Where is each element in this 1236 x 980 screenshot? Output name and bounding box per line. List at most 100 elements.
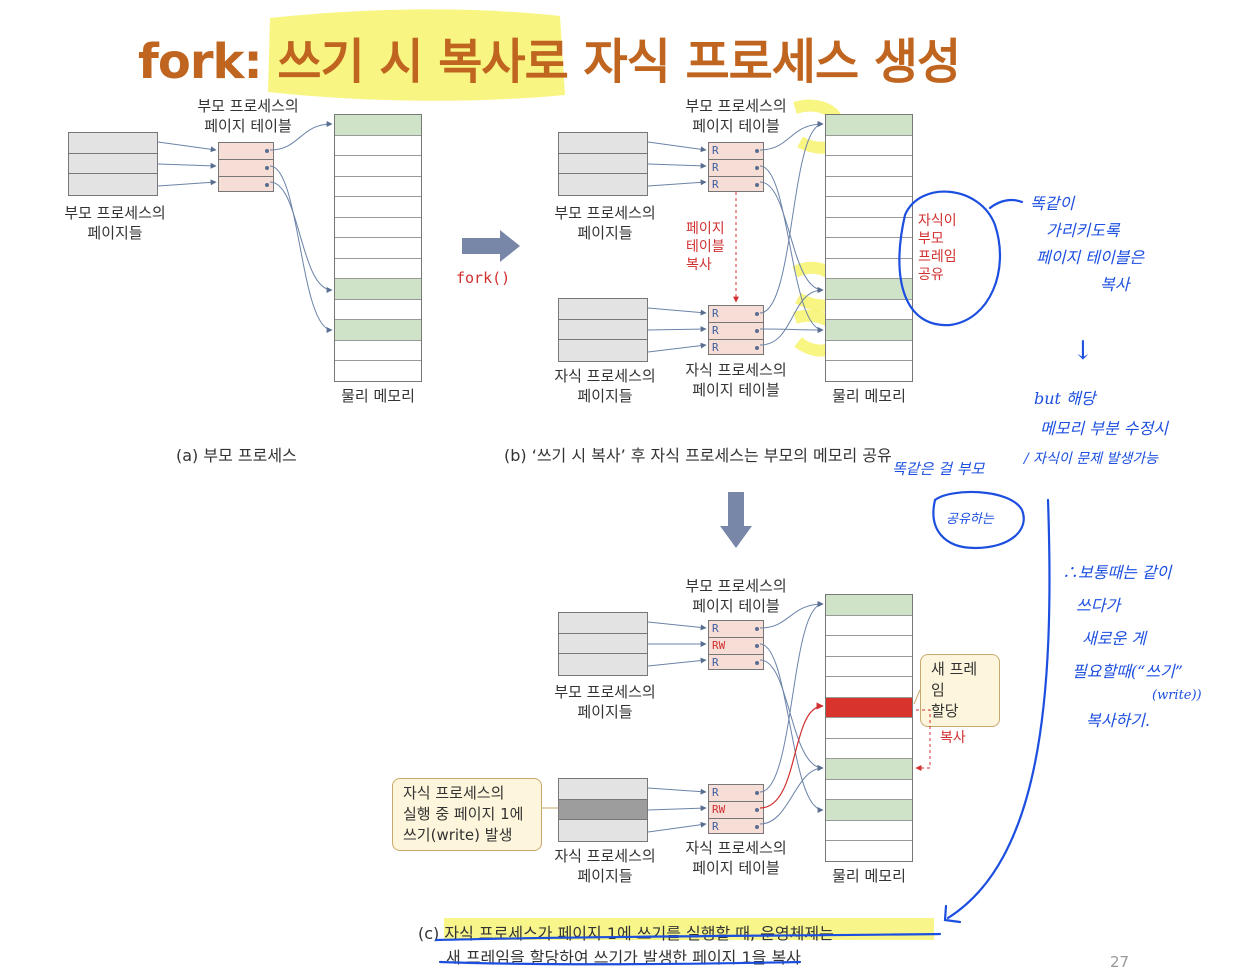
- c-parent-pages-label-line2: 페이지들: [577, 703, 633, 721]
- a-parent-pages-label-line2: 페이지들: [87, 224, 143, 242]
- ink-note-4-l4: 필요할때(“쓰기”: [1072, 662, 1183, 681]
- c-child-pt-label: 자식 프로세스의 페이지 테이블: [676, 838, 796, 878]
- b-shared-line2: 부모: [918, 231, 944, 247]
- b-shared-line4: 공유: [918, 267, 944, 283]
- c-child-pages-label: 자식 프로세스의 페이지들: [540, 846, 670, 886]
- ink-note-2-l3: / 자식이 문제 발생가능: [1024, 451, 1158, 467]
- b-child-pages-label-line1: 자식 프로세스의: [554, 367, 656, 385]
- b-cmap-3: [759, 287, 824, 346]
- b-clink-2: [647, 326, 707, 333]
- new-frame-line1: 새 프레임: [931, 660, 978, 699]
- c-clink-1: [647, 787, 707, 795]
- c-parent-pages-label-line1: 부모 프로세스의: [554, 683, 656, 701]
- c-link-3: [647, 657, 707, 667]
- b-cmap-2: [759, 326, 824, 333]
- b-shared-frame-label: 자식이 부모 프레임 공유: [918, 212, 957, 284]
- ink-down-arrow: ↓: [1072, 336, 1094, 366]
- ink-long-arrow-head: [943, 904, 962, 924]
- c-child-pt-label-line2: 페이지 테이블: [692, 859, 780, 877]
- b-child-pt-label: 자식 프로세스의 페이지 테이블: [676, 360, 796, 400]
- c-clink-2: [647, 805, 707, 812]
- c-child-pte-0: R: [709, 785, 763, 802]
- b-cmap-1: [759, 121, 824, 314]
- b-pt-copy-line2: 테이블: [686, 239, 725, 255]
- c-clink-3: [647, 821, 707, 833]
- b-memory-label: 물리 메모리: [832, 387, 906, 405]
- b-map-2: [759, 165, 824, 333]
- c-child-pages: [558, 778, 648, 842]
- b-parent-pte-0: R: [709, 143, 763, 160]
- ink-note-3-l2: 공유하는: [946, 512, 994, 527]
- a-parent-pages-label-line1: 부모 프로세스의: [64, 204, 166, 222]
- a-link-3: [157, 179, 217, 187]
- a-memory-label: 물리 메모리: [341, 387, 415, 405]
- c-child-pte-1: RW: [709, 802, 763, 819]
- b-parent-pages: [558, 132, 648, 196]
- c-parent-pt-label-line1: 부모 프로세스의: [685, 577, 787, 595]
- ink-note-1-l4: 복사: [1100, 275, 1130, 294]
- write-line1: 자식 프로세스의: [403, 784, 505, 802]
- b-child-pages: [558, 298, 648, 362]
- copy-label: 복사: [940, 730, 966, 746]
- fork-arrow: [462, 230, 520, 262]
- ink-underline-2: [438, 960, 802, 966]
- down-arrow: [720, 492, 752, 548]
- ink-note-4-l1: ∴보통때는 같이: [1062, 563, 1172, 582]
- b-parent-pte-2: R: [709, 177, 763, 193]
- ink-circle-2: [932, 490, 1025, 550]
- b-child-pt-label-line1: 자식 프로세스의: [685, 361, 787, 379]
- write-line3: 쓰기(write) 발생: [403, 826, 513, 844]
- c-cmap-2-red: [759, 702, 824, 809]
- b-child-pte-0: R: [709, 306, 763, 323]
- b-link-3: [647, 179, 707, 187]
- fork-call-label: fork(): [456, 269, 511, 287]
- b-parent-pt-label-line1: 부모 프로세스의: [685, 97, 787, 115]
- ink-underline-1: [434, 932, 942, 942]
- write-occurs-callout: 자식 프로세스의 실행 중 페이지 1에 쓰기(write) 발생: [392, 778, 542, 851]
- b-parent-page-table: R R R: [708, 142, 764, 192]
- c-parent-pages: [558, 612, 648, 676]
- b-parent-pt-label-line2: 페이지 테이블: [692, 117, 780, 135]
- caption-b: (b) ‘쓰기 시 복사’ 후 자식 프로세스는 부모의 메모리 공유: [504, 446, 892, 465]
- c-parent-pte-1: RW: [709, 638, 763, 655]
- ink-long-arrow: [946, 498, 1051, 920]
- ink-note-4: ∴보통때는 같이 쓰다가 새로운 게 필요할때(“쓰기” (write)) 복사…: [1062, 556, 1202, 737]
- b-child-pages-label-line2: 페이지들: [577, 387, 633, 405]
- b-child-pt-label-line2: 페이지 테이블: [692, 381, 780, 399]
- c-parent-pages-label: 부모 프로세스의 페이지들: [540, 682, 670, 722]
- c-parent-pte-0: R: [709, 621, 763, 638]
- ink-note-2-l2: 메모리 부분 수정시: [1040, 419, 1168, 438]
- a-parent-page-table: [218, 142, 274, 192]
- b-child-pte-1: R: [709, 323, 763, 340]
- a-link-2: [157, 162, 217, 169]
- b-parent-pages-label-line2: 페이지들: [577, 224, 633, 242]
- c-cmap-3: [759, 765, 824, 825]
- a-link-1: [157, 141, 217, 153]
- ink-note-4-l3: 새로운 게: [1082, 629, 1146, 648]
- slide-title: fork: 쓰기 시 복사로 자식 프로세스 생성: [138, 34, 961, 90]
- b-link-1: [647, 141, 707, 153]
- b-link-2: [647, 162, 707, 169]
- ink-note-1-l1: 똑같이: [1030, 194, 1075, 213]
- title-highlight: [268, 9, 565, 101]
- b-map-3: [759, 181, 824, 293]
- a-map-3: [269, 181, 333, 293]
- ink-circle-shared: [898, 190, 1002, 327]
- c-map-3: [759, 659, 824, 771]
- b-clink-3: [647, 342, 707, 353]
- c-child-pages-label-line1: 자식 프로세스의: [554, 847, 656, 865]
- b-parent-pages-label: 부모 프로세스의 페이지들: [540, 203, 670, 243]
- a-parent-pt-label-line1: 부모 프로세스의: [197, 97, 299, 115]
- c-parent-page-table: R RW R: [708, 620, 764, 670]
- c-link-1: [647, 621, 707, 631]
- copy-bracket: [915, 709, 931, 771]
- a-parent-pages-label: 부모 프로세스의 페이지들: [50, 203, 180, 243]
- new-frame-callout: 새 프레임 할당: [920, 654, 1000, 727]
- ink-note-4-l5: (write)): [1152, 688, 1202, 703]
- c-parent-pte-2: R: [709, 655, 763, 671]
- c-child-page-table: R RW R: [708, 784, 764, 834]
- c-child-pages-label-line2: 페이지들: [577, 867, 633, 885]
- a-parent-pt-label-line2: 페이지 테이블: [204, 117, 292, 135]
- a-physical-memory: [334, 114, 422, 382]
